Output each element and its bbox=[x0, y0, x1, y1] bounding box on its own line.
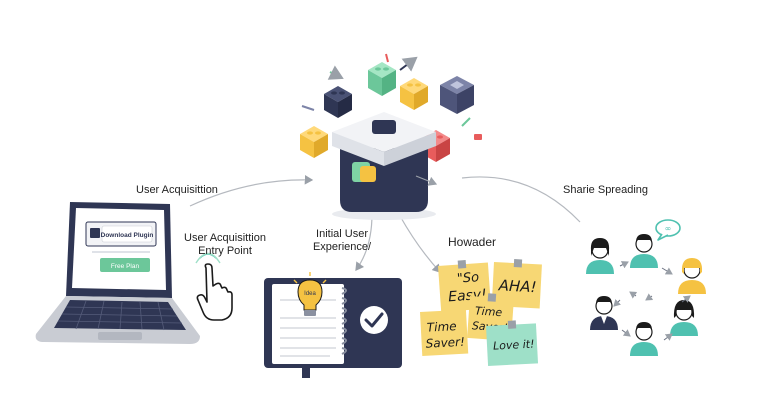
notebook: Idea bbox=[264, 272, 402, 378]
love-it-text: Love it! bbox=[493, 337, 535, 352]
spark-arrow-icon bbox=[327, 65, 344, 80]
navy-block-icon bbox=[324, 86, 352, 118]
person-avatar-icon bbox=[630, 322, 658, 356]
initial-experience-line-1: Initial User bbox=[316, 228, 368, 240]
spark-arrow-icon bbox=[461, 117, 471, 127]
sticky-note-time-saver-a: Time Saver! bbox=[420, 309, 469, 356]
person-avatar-icon bbox=[630, 234, 658, 268]
spark-arrow-icon bbox=[385, 53, 389, 63]
download-plugin-button[interactable] bbox=[101, 225, 153, 243]
hub-box bbox=[332, 112, 438, 220]
person-avatar-icon bbox=[678, 258, 706, 294]
spark-arrow-icon bbox=[399, 56, 418, 72]
hub-button-icon bbox=[372, 120, 396, 134]
pointing-hand-icon bbox=[195, 252, 233, 321]
time-saver-b-text-1: Time bbox=[475, 304, 503, 319]
share-spreading-label: Sharie Spreading bbox=[563, 184, 649, 196]
howader-label: Howader bbox=[448, 235, 497, 249]
download-plugin-label: Download Plugin bbox=[101, 232, 154, 239]
gold-block-top-icon bbox=[400, 78, 428, 110]
bulb-label: Idea bbox=[304, 291, 316, 297]
arrow-hub-to-stickies bbox=[399, 215, 441, 273]
entry-point-line-2: Entry Point bbox=[198, 245, 252, 257]
free-plan-label: Free Plan bbox=[111, 263, 140, 270]
person-avatar-icon bbox=[670, 300, 698, 336]
entry-point-line-1: User Acquisittion bbox=[184, 232, 266, 244]
entry-point-label: User Acquisittion Entry Point bbox=[178, 232, 272, 258]
so-easy-text-1: "So bbox=[456, 270, 479, 287]
checkmark-icon bbox=[360, 306, 388, 334]
svg-text:∞: ∞ bbox=[665, 224, 672, 233]
initial-experience-line-2: Experience/ bbox=[312, 241, 372, 253]
notebook-rings bbox=[341, 287, 347, 355]
tiny-red-block-icon bbox=[474, 134, 482, 140]
sticky-notes: "So Easy! AHA! Time Saver! Time Saver! L… bbox=[420, 259, 542, 366]
person-avatar-icon bbox=[586, 238, 614, 274]
laptop: Download Plugin Free Plan bbox=[35, 202, 200, 344]
time-saver-a-text-2: Saver! bbox=[425, 335, 465, 351]
aha-text: AHA! bbox=[497, 276, 537, 296]
user-acquisition-label: User Acquisittion bbox=[136, 184, 218, 196]
time-saver-a-text-1: Time bbox=[426, 319, 456, 335]
screen-logo-icon bbox=[90, 228, 100, 238]
arrow-acquisition-to-hub bbox=[189, 174, 314, 207]
gray-block-icon bbox=[440, 76, 474, 114]
lightbulb-icon: Idea bbox=[293, 272, 327, 316]
sticky-note-love-it: Love it! bbox=[486, 320, 539, 366]
arrow-hub-to-sharing bbox=[461, 176, 581, 223]
bookmark-ribbon bbox=[302, 364, 310, 378]
person-avatar-icon bbox=[590, 296, 618, 330]
free-plan-button[interactable] bbox=[100, 258, 150, 272]
speech-bubble-icon: ∞ bbox=[655, 219, 681, 241]
gold-block-left-icon bbox=[300, 126, 328, 158]
spark-arrow-icon bbox=[301, 105, 315, 111]
green-block-icon bbox=[368, 62, 396, 96]
people-network: ∞ bbox=[586, 219, 706, 356]
initial-experience-label: Initial User Experience/ bbox=[306, 228, 378, 254]
sticky-note-aha: AHA! bbox=[491, 259, 542, 309]
